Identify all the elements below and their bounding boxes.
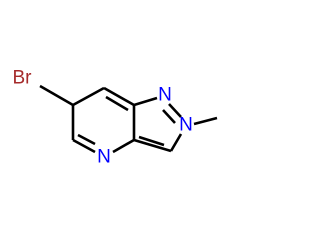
bond-c7a-n1: [133, 96, 158, 107]
bond-n2-c3: [169, 133, 183, 152]
nitrogen-2-label: N: [179, 115, 193, 136]
bond-n4-c5: [72, 138, 96, 154]
atom-labels: Br N N N: [13, 68, 193, 168]
bromine-label: Br: [13, 68, 33, 89]
bond-c3-c3a-inner: [138, 135, 165, 147]
bond-c3-c3a: [133, 138, 172, 153]
bonds: [39, 84, 218, 154]
nitrogen-4-label: N: [97, 147, 111, 168]
bond-n1-n2-inner: [162, 109, 176, 124]
bond-c6-br: [39, 84, 74, 107]
molecule-structure-diagram: Br N N N: [13, 68, 218, 168]
nitrogen-1-label: N: [158, 85, 172, 106]
bond-n1-n2: [168, 103, 182, 118]
bond-c7-c7a-inner: [105, 95, 129, 112]
bond-c3a-n4: [112, 138, 135, 154]
bond-n2-methyl: [193, 116, 218, 126]
bond-c6-c7: [72, 86, 105, 107]
bond-n4-c5-inner: [77, 133, 96, 146]
bond-c7-c7a: [103, 86, 135, 107]
